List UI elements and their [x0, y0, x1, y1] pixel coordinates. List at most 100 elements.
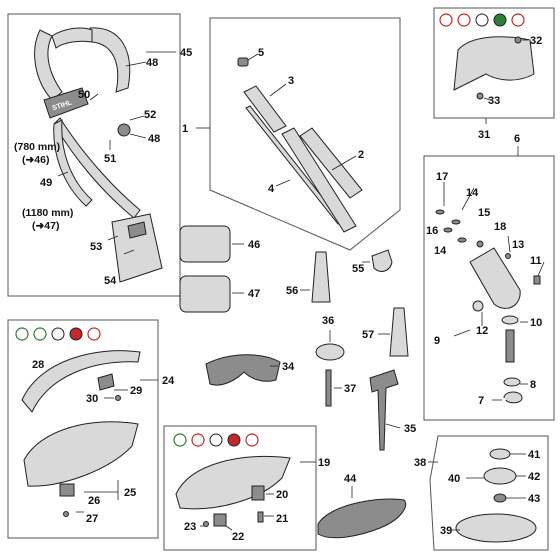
- callout-7: 7: [478, 395, 484, 407]
- icon-saw-blade: [511, 13, 525, 27]
- callout-27: 27: [86, 513, 98, 525]
- part-7-circlip: [503, 391, 523, 404]
- callout-46: 46: [248, 239, 260, 251]
- tool-icon-row: [439, 13, 525, 27]
- ref-47-note: (➜47): [32, 220, 59, 232]
- part-34-safety-glasses: [205, 354, 281, 386]
- shield-icon-row: [15, 327, 101, 341]
- callout-49: 49: [40, 177, 52, 189]
- callout-35: 35: [404, 423, 416, 435]
- callout-36: 36: [322, 315, 334, 327]
- callout-31: 31: [478, 129, 490, 141]
- icon-mowing-head: [493, 13, 507, 27]
- part-32-screw: [514, 36, 522, 44]
- icon-guard-three-tooth: [209, 433, 223, 447]
- part-21-screw: [257, 511, 264, 523]
- callout-34: 34: [282, 361, 295, 373]
- harness-pads: [179, 225, 244, 313]
- callout-1: 1: [182, 123, 188, 135]
- callout-17: 17: [436, 171, 448, 183]
- icon-shield-line-head: [15, 327, 29, 341]
- part-36-disc: [315, 343, 345, 361]
- deflector-shield-assembly: [7, 319, 159, 539]
- guard-icon-row: [173, 433, 259, 447]
- part-28-shield-skirt: [21, 350, 141, 413]
- part-12-bushing: [472, 300, 484, 312]
- callout-5: 5: [258, 47, 264, 59]
- callout-28: 28: [32, 359, 44, 371]
- part-30-screw: [115, 395, 121, 401]
- guard-box: [163, 425, 317, 551]
- part-13-screw: [505, 253, 511, 259]
- callout-9: 9: [434, 335, 440, 347]
- callout-53: 53: [90, 241, 102, 253]
- callout-48-bottom: 48: [148, 133, 160, 145]
- callout-42: 42: [528, 471, 540, 483]
- shield-box: [7, 319, 159, 539]
- callout-12: 12: [476, 325, 488, 337]
- callout-8: 8: [530, 379, 536, 391]
- icon-guard-line-head: [173, 433, 187, 447]
- callout-50: 50: [78, 89, 90, 101]
- harness-assembly: STIHL: [7, 13, 181, 297]
- part-5-cap: [237, 57, 249, 67]
- part-4-tube-long: [281, 127, 357, 233]
- harness-hook: [117, 123, 131, 137]
- icon-three-tooth-blade: [475, 13, 489, 27]
- callout-2: 2: [358, 149, 364, 161]
- part-8-washer: [503, 377, 521, 387]
- icon-line-head-allowed: [439, 13, 453, 27]
- callout-29: 29: [130, 385, 142, 397]
- callout-37: 37: [344, 383, 356, 395]
- callout-23: 23: [184, 521, 196, 533]
- harness-brand-plate: [43, 87, 89, 119]
- shoulder-strap-right: [89, 27, 131, 93]
- callout-24: 24: [162, 375, 175, 387]
- part-16-pin: [443, 227, 453, 233]
- part-56-grease-tube: [311, 251, 331, 303]
- callout-25: 25: [124, 487, 136, 499]
- hip-belt-left: [53, 119, 93, 207]
- icon-shield-three-tooth: [51, 327, 65, 341]
- callout-55: 55: [352, 263, 364, 275]
- callout-20: 20: [276, 489, 288, 501]
- gearbox-assembly: [423, 146, 555, 421]
- gear-head-assembly: [433, 7, 555, 124]
- callout-33: 33: [488, 95, 500, 107]
- part-31-deflector-housing: [453, 36, 535, 91]
- drive-tube-assembly: [196, 17, 401, 251]
- callout-15: 15: [478, 207, 490, 219]
- ref-46-note: (➜46): [22, 154, 49, 166]
- icon-guard-blade: [191, 433, 205, 447]
- callout-51: 51: [104, 153, 116, 165]
- part-23-screw: [203, 521, 209, 527]
- part-29-clamp: [97, 373, 115, 391]
- part-10-bearing: [501, 315, 519, 325]
- callout-47: 47: [248, 288, 260, 300]
- part-42-spool: [483, 467, 517, 485]
- part-15-pin: [451, 219, 461, 225]
- callout-26: 26: [88, 495, 100, 507]
- callout-41: 41: [528, 449, 540, 461]
- callout-39: 39: [440, 525, 452, 537]
- callout-57: 57: [362, 329, 374, 341]
- mowinghead-box: [429, 435, 549, 551]
- callout-45: 45: [180, 47, 192, 59]
- mowing-head-assembly: [428, 435, 549, 551]
- callout-16: 16: [426, 225, 438, 237]
- callout-54: 54: [104, 275, 117, 287]
- callout-43: 43: [528, 493, 540, 505]
- icon-blade-not-allowed: [457, 13, 471, 27]
- callout-4: 4: [268, 183, 275, 195]
- part-27-screw: [63, 511, 69, 517]
- part-14-pin-b: [457, 237, 467, 243]
- callout-40: 40: [448, 473, 460, 485]
- callout-13: 13: [512, 239, 524, 251]
- callout-11: 11: [530, 255, 542, 267]
- part-44-plate: [317, 498, 407, 539]
- part-25-deflector: [23, 421, 139, 487]
- part-26-plate: [59, 483, 75, 497]
- gearhead-box: [433, 7, 555, 119]
- part-33-screw: [476, 92, 484, 100]
